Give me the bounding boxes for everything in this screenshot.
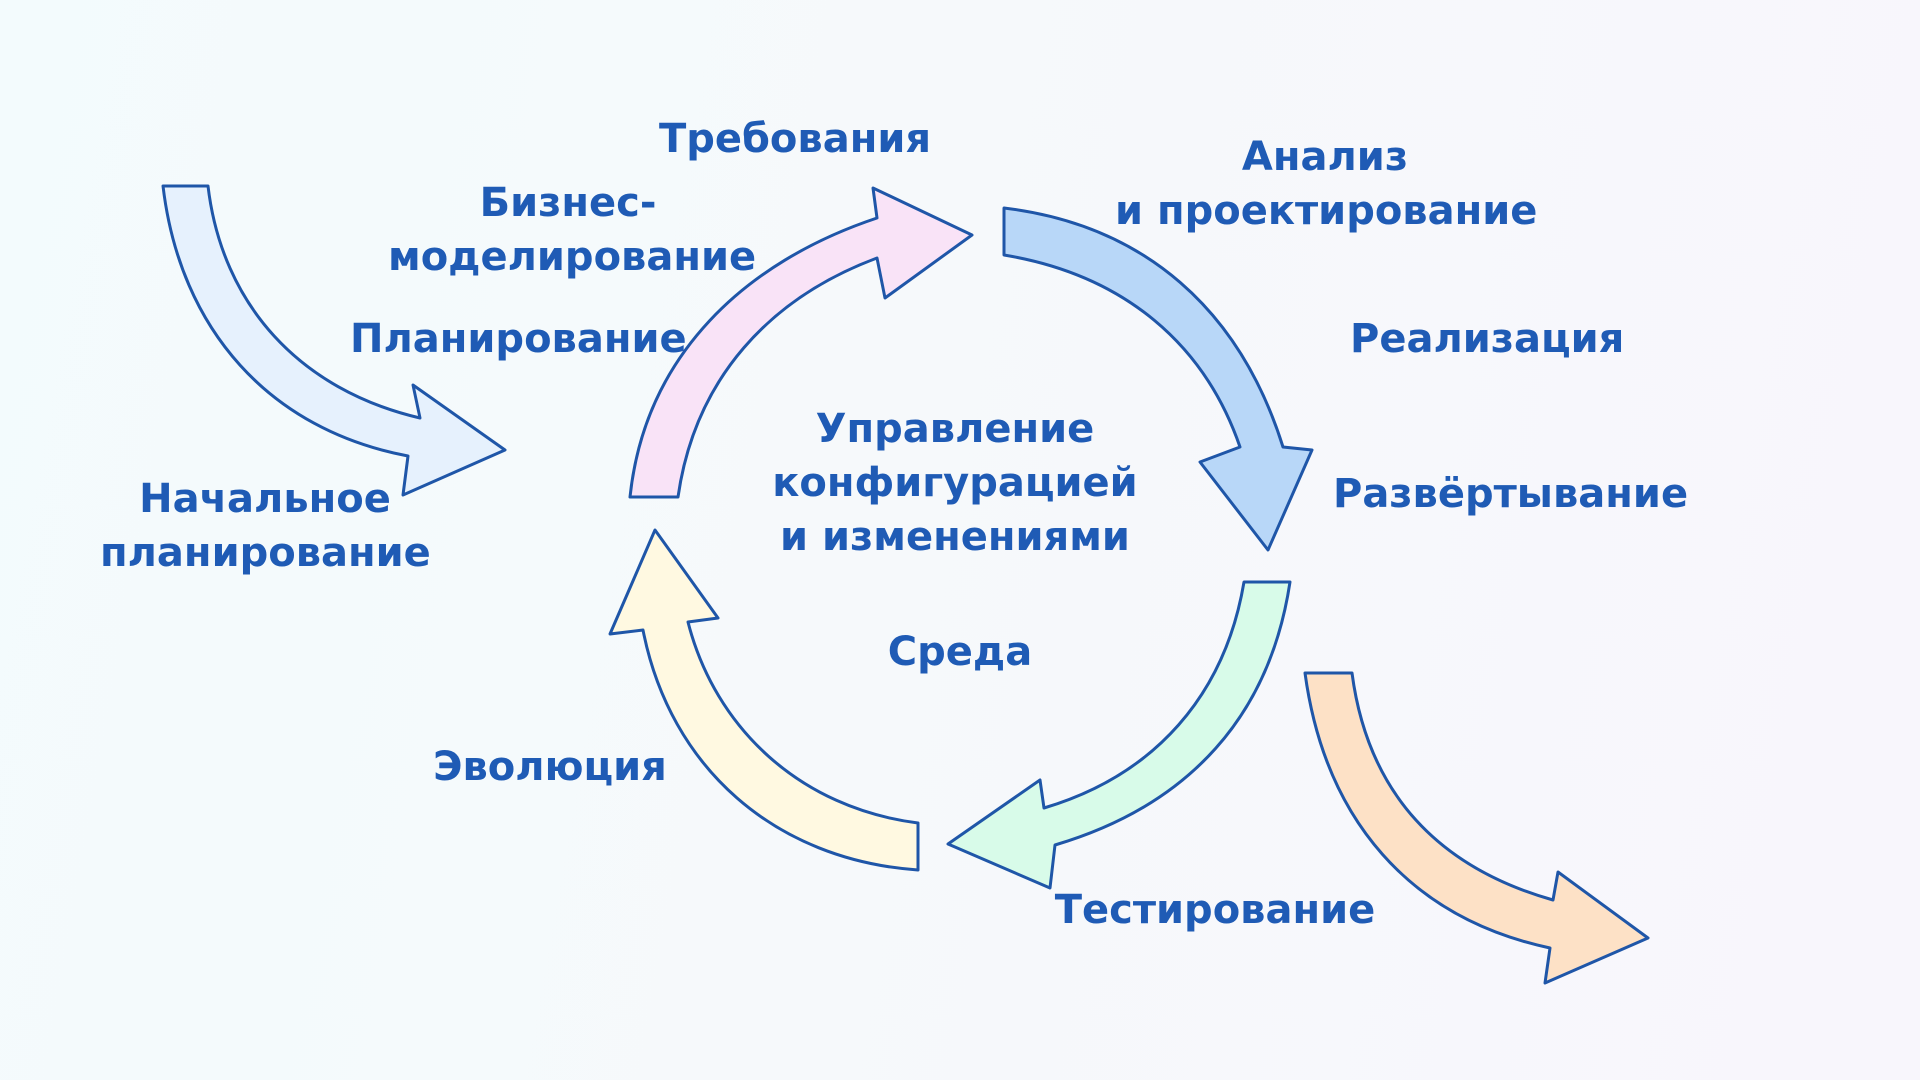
center-label-line-1: Управление [815, 406, 1095, 452]
green-arrow [946, 580, 1292, 890]
stage-label-testing: Тестирование [1054, 887, 1376, 933]
stage-label-implementation: Реализация [1350, 316, 1625, 362]
stage-label-analysis-design-line-1: Анализ [1241, 134, 1409, 180]
center-label: Управление конфигурацией и изменениями [745, 402, 1165, 564]
center-label-line-2: конфигурацией [772, 460, 1138, 506]
stage-label-deployment: Развёртывание [1333, 471, 1689, 517]
stage-label-business-modeling-line-2: моделирование [388, 234, 757, 280]
stage-label-environment: Среда [887, 629, 1033, 675]
stage-label-analysis-design-line-2: и проектирование [1115, 188, 1538, 234]
exit-arrow [1303, 671, 1650, 985]
stage-label-analysis-design: Анализ и проектирование [1115, 130, 1538, 238]
stage-label-initial-planning-line-1: Начальное [139, 476, 391, 522]
blue-arrow [1002, 206, 1314, 552]
stage-label-planning: Планирование [350, 316, 687, 362]
stage-label-business-modeling-line-1: Бизнес- [479, 180, 657, 226]
pink-arrow [628, 186, 974, 499]
yellow-arrow [608, 528, 920, 872]
stage-label-business-modeling: Бизнес- моделирование [388, 176, 757, 284]
center-label-line-3: и изменениями [780, 514, 1130, 560]
stage-label-initial-planning: Начальное планирование [100, 472, 431, 580]
stage-label-evolution: Эволюция [433, 744, 667, 790]
stage-label-initial-planning-line-2: планирование [100, 530, 431, 576]
entry-arrow [161, 184, 507, 497]
stage-label-requirements: Требования [658, 116, 932, 162]
